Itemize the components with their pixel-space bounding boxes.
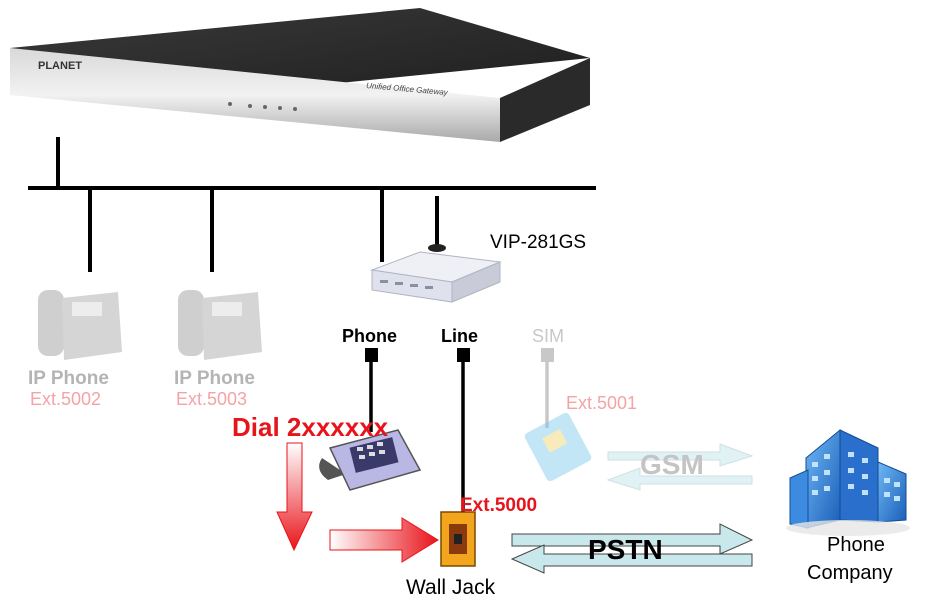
red-right-arrow (329, 517, 439, 563)
vip-281gs-device (370, 196, 502, 303)
network-bus (28, 137, 596, 272)
pstn-arrows (510, 523, 754, 574)
building-icon (786, 428, 910, 536)
ip-phone-label: IP Phone (174, 368, 255, 389)
pstn-label: PSTN (588, 534, 663, 565)
phone-port-cable (365, 348, 378, 432)
ip-phone-ext: Ext.5002 (30, 389, 102, 409)
wall-jack-icon (440, 511, 476, 567)
sim-card-icon (524, 412, 592, 482)
ip-phone-icon (178, 290, 262, 360)
phone-company-label-line1: Phone (827, 534, 885, 556)
ip-phone-icon (38, 290, 122, 360)
dial-label: Dial 2xxxxxx (232, 412, 389, 442)
sim-port-label: SIM (532, 326, 565, 346)
jack-ext-label: Ext.5000 (460, 495, 538, 516)
vip-281gs-label: VIP-281GS (490, 232, 587, 253)
phone-company-label-line2: Company (807, 562, 893, 584)
sim-port-cable (541, 348, 554, 428)
phone-port-label: Phone (342, 326, 398, 346)
line-port-cable (457, 348, 470, 512)
ip-phone-label: IP Phone (28, 368, 109, 389)
red-down-arrow (276, 442, 313, 552)
sim-ext-label: Ext.5001 (566, 393, 638, 413)
line-port-label: Line (441, 326, 479, 346)
wall-jack-label: Wall Jack (406, 576, 496, 599)
gateway-device (10, 8, 590, 142)
gsm-label: GSM (640, 449, 704, 480)
desk-phone-icon (319, 429, 422, 491)
gsm-arrows (606, 443, 754, 491)
ip-phone-ext: Ext.5003 (176, 389, 248, 409)
gateway-brand: PLANET (38, 60, 82, 72)
